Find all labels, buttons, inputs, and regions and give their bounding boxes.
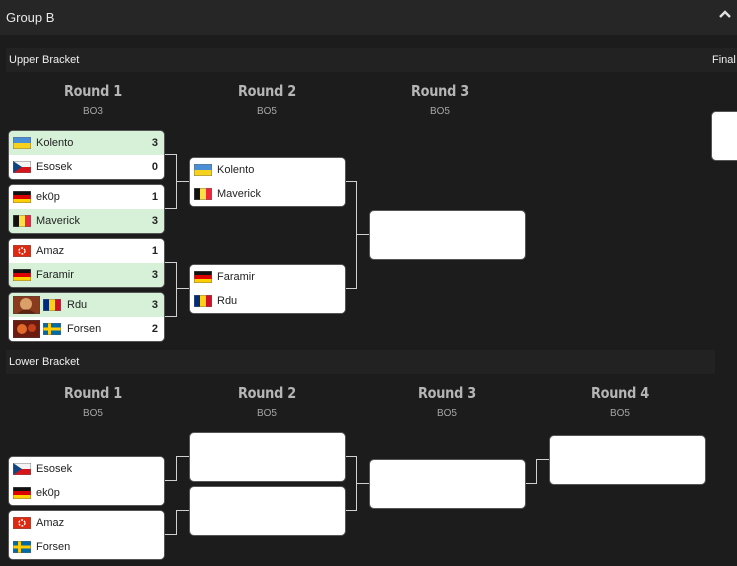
upper-round-3-title: Round 3 bbox=[410, 82, 470, 100]
germany-flag-icon bbox=[13, 487, 31, 499]
match-slot[interactable]: Maverick 3 bbox=[9, 209, 164, 233]
lower-r2-match-2-empty[interactable] bbox=[189, 486, 346, 536]
player-name: Faramir bbox=[36, 269, 74, 281]
upper-r2-match-2[interactable]: Faramir Rdu bbox=[189, 264, 346, 314]
chevron-up-icon[interactable] bbox=[719, 9, 731, 19]
upper-round-3-format: BO5 bbox=[429, 106, 450, 117]
player-name: ek0p bbox=[36, 191, 60, 203]
player-score: 1 bbox=[151, 245, 158, 257]
player-name: Esosek bbox=[36, 463, 73, 475]
ukraine-flag-icon bbox=[194, 164, 212, 176]
lower-round-1-title: Round 1 bbox=[63, 384, 123, 402]
lower-r3-match-empty[interactable] bbox=[369, 459, 526, 509]
lower-bracket-title: Lower Bracket bbox=[9, 356, 80, 368]
match-slot[interactable]: Forsen bbox=[9, 535, 164, 559]
player-name: Esosek bbox=[36, 161, 73, 173]
upper-round-2-format: BO5 bbox=[256, 106, 277, 117]
hero-portrait-icon bbox=[13, 320, 40, 338]
match-slot[interactable]: Faramir bbox=[190, 265, 345, 289]
match-slot[interactable]: Rdu bbox=[190, 289, 345, 313]
lower-r4-match-empty[interactable] bbox=[549, 435, 706, 485]
player-name: Maverick bbox=[217, 188, 262, 200]
lower-round-3-title: Round 3 bbox=[417, 384, 477, 402]
match-slot[interactable]: Amaz bbox=[9, 511, 164, 535]
belgium-flag-icon bbox=[13, 215, 31, 227]
czech-flag-icon bbox=[13, 161, 31, 173]
player-score: 0 bbox=[151, 161, 158, 173]
player-name: Amaz bbox=[36, 517, 65, 529]
germany-flag-icon bbox=[13, 191, 31, 203]
upper-round-2-title: Round 2 bbox=[237, 82, 297, 100]
player-score: 3 bbox=[151, 137, 158, 149]
lower-round-3-format: BO5 bbox=[436, 408, 457, 419]
player-name: Amaz bbox=[36, 245, 65, 257]
group-title: Group B bbox=[6, 10, 55, 25]
upper-bracket-title: Upper Bracket bbox=[9, 54, 80, 66]
player-name: Rdu bbox=[67, 299, 88, 311]
sweden-flag-icon bbox=[13, 541, 31, 553]
upper-r1-match-1[interactable]: Kolento 3 Esosek 0 bbox=[8, 130, 165, 180]
player-name: Kolento bbox=[36, 137, 74, 149]
player-name: Maverick bbox=[36, 215, 81, 227]
hong-kong-flag-icon bbox=[13, 517, 31, 529]
group-header[interactable]: Group B bbox=[0, 0, 737, 35]
match-slot[interactable]: Maverick bbox=[190, 182, 345, 206]
match-slot[interactable]: Esosek bbox=[9, 457, 164, 481]
upper-r3-match-empty[interactable] bbox=[369, 210, 526, 260]
match-slot[interactable]: Faramir 3 bbox=[9, 263, 164, 287]
hero-portrait-icon bbox=[13, 296, 40, 314]
match-slot[interactable]: Rdu 3 bbox=[9, 293, 164, 317]
player-score: 3 bbox=[151, 269, 158, 281]
lower-round-1-format: BO5 bbox=[82, 408, 103, 419]
upper-r1-match-4[interactable]: Rdu 3 Forsen 2 bbox=[8, 292, 165, 342]
player-name: Faramir bbox=[217, 271, 255, 283]
match-slot[interactable]: Kolento 3 bbox=[9, 131, 164, 155]
match-slot[interactable]: Forsen 2 bbox=[9, 317, 164, 341]
lower-bracket-bar bbox=[6, 350, 715, 374]
lower-r2-match-1-empty[interactable] bbox=[189, 432, 346, 482]
upper-bracket-bar bbox=[6, 48, 737, 72]
match-slot[interactable]: ek0p 1 bbox=[9, 185, 164, 209]
upper-r2-match-1[interactable]: Kolento Maverick bbox=[189, 157, 346, 207]
germany-flag-icon bbox=[13, 269, 31, 281]
lower-r1-match-2[interactable]: Amaz Forsen bbox=[8, 510, 165, 560]
match-slot[interactable]: Amaz 1 bbox=[9, 239, 164, 263]
match-slot[interactable]: ek0p bbox=[9, 481, 164, 505]
player-name: Kolento bbox=[217, 164, 255, 176]
lower-round-2-title: Round 2 bbox=[237, 384, 297, 402]
lower-round-4-format: BO5 bbox=[609, 408, 630, 419]
player-score: 3 bbox=[151, 299, 158, 311]
upper-round-1-format: BO3 bbox=[82, 106, 103, 117]
ukraine-flag-icon bbox=[13, 137, 31, 149]
upper-round-1-title: Round 1 bbox=[63, 82, 123, 100]
czech-flag-icon bbox=[13, 463, 31, 475]
germany-flag-icon bbox=[194, 271, 212, 283]
hong-kong-flag-icon bbox=[13, 245, 31, 257]
upper-r1-match-2[interactable]: ek0p 1 Maverick 3 bbox=[8, 184, 165, 234]
player-score: 1 bbox=[151, 191, 158, 203]
romania-flag-icon bbox=[43, 299, 61, 311]
sweden-flag-icon bbox=[43, 323, 61, 335]
final-match-empty[interactable] bbox=[711, 111, 737, 161]
player-name: Rdu bbox=[217, 295, 238, 307]
match-slot[interactable]: Kolento bbox=[190, 158, 345, 182]
player-name: ek0p bbox=[36, 487, 60, 499]
upper-r1-match-3[interactable]: Amaz 1 Faramir 3 bbox=[8, 238, 165, 288]
belgium-flag-icon bbox=[194, 188, 212, 200]
match-slot[interactable]: Esosek 0 bbox=[9, 155, 164, 179]
player-name: Forsen bbox=[36, 541, 71, 553]
player-name: Forsen bbox=[67, 323, 102, 335]
lower-round-2-format: BO5 bbox=[256, 408, 277, 419]
romania-flag-icon bbox=[194, 295, 212, 307]
player-score: 2 bbox=[151, 323, 158, 335]
player-score: 3 bbox=[151, 215, 158, 227]
lower-round-4-title: Round 4 bbox=[590, 384, 650, 402]
lower-r1-match-1[interactable]: Esosek ek0p bbox=[8, 456, 165, 506]
final-label: Final bbox=[712, 54, 736, 66]
